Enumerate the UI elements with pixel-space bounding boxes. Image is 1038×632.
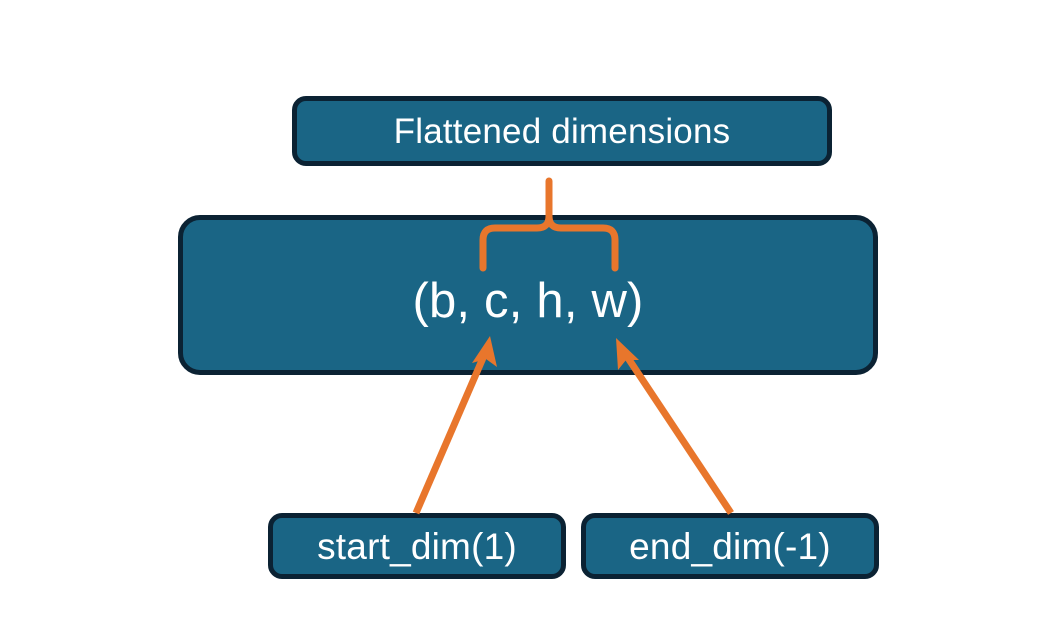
node-tensor-shape[interactable]: (b, c, h, w)	[178, 215, 878, 375]
node-tensor-shape-label: (b, c, h, w)	[412, 273, 644, 328]
node-end-dim-label: end_dim(-1)	[629, 525, 831, 567]
node-end-dim[interactable]: end_dim(-1)	[581, 513, 879, 579]
node-flattened-dimensions-label: Flattened dimensions	[393, 111, 731, 151]
node-flattened-dimensions[interactable]: Flattened dimensions	[292, 96, 832, 166]
node-start-dim-label: start_dim(1)	[317, 525, 517, 567]
node-start-dim[interactable]: start_dim(1)	[268, 513, 566, 579]
